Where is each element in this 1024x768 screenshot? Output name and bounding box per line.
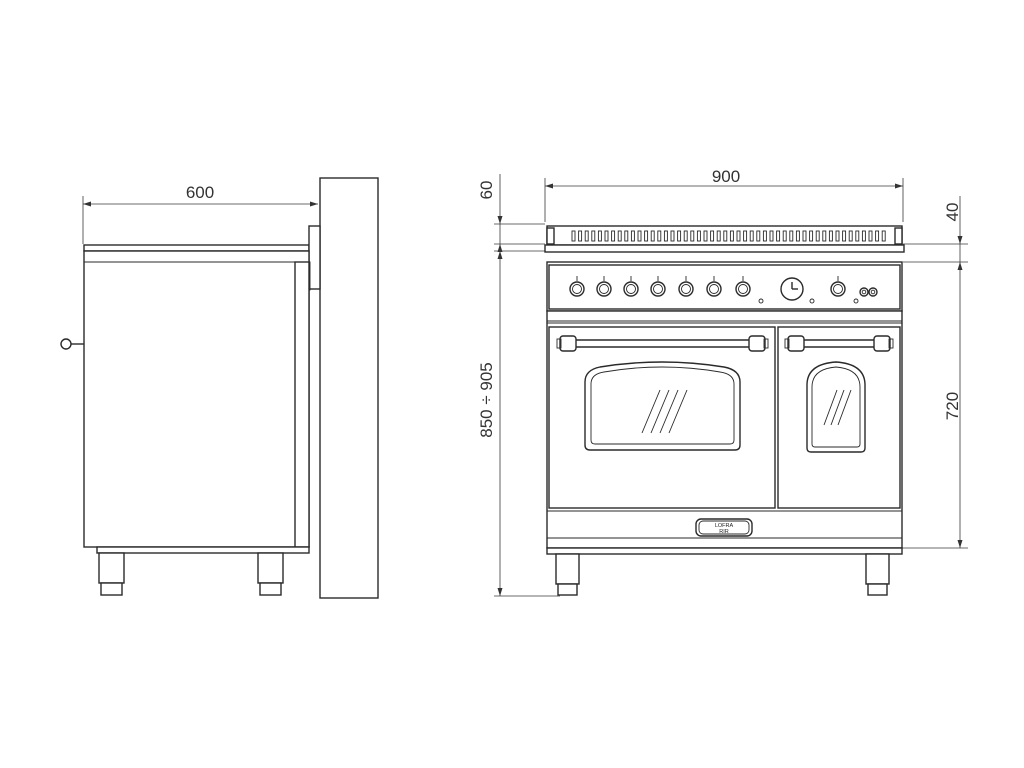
grille-slot — [776, 230, 781, 242]
width-label: 900 — [712, 167, 740, 186]
top-offset-dimension: 40 — [903, 196, 968, 262]
small-oven-door — [777, 326, 901, 509]
grille-slot — [842, 230, 847, 242]
small-oven-handle — [784, 335, 894, 352]
grille-slot — [611, 230, 616, 242]
grille-slot — [703, 230, 708, 242]
grille-slot — [624, 230, 629, 242]
side-view: 600 — [60, 177, 379, 599]
grille-slot — [657, 230, 662, 242]
grille-slot — [848, 230, 853, 242]
main-oven-door — [548, 326, 776, 509]
front-backguard-grille — [546, 225, 903, 246]
grille-slot — [835, 230, 840, 242]
indicator-lights — [859, 287, 878, 297]
grille-slot — [630, 230, 635, 242]
control-knob-icon — [706, 276, 722, 297]
front-plinth — [546, 547, 903, 555]
grille-slot — [670, 230, 675, 242]
front-view: 900 60 40 850 ÷ 905 — [477, 167, 968, 597]
grille-slot — [762, 230, 767, 242]
grille-slot — [868, 230, 873, 242]
control-knob-icon — [678, 276, 694, 297]
grille-slot — [769, 230, 774, 242]
brand-logo: LOFRA RIR — [695, 518, 753, 537]
oven-height-dimension: 720 — [890, 261, 968, 549]
wall-hatch — [319, 177, 379, 599]
glass-reflection — [823, 389, 852, 426]
grille-slot — [683, 230, 688, 242]
front-worktop — [544, 244, 905, 253]
grille-slot — [881, 230, 886, 242]
front-feet — [555, 553, 890, 596]
main-oven-handle — [556, 335, 769, 352]
grille-slot — [710, 230, 715, 242]
clock-icon — [780, 277, 804, 301]
brand-logo-text: LOFRA — [715, 523, 734, 529]
grille-slot — [716, 230, 721, 242]
grille-slot — [743, 230, 748, 242]
grille-slot — [875, 230, 880, 242]
grille-slot — [729, 230, 734, 242]
grille-slot — [855, 230, 860, 242]
control-knob-icon — [623, 276, 639, 297]
grille-slot — [571, 230, 576, 242]
grille-slot — [861, 230, 866, 242]
control-knob-icon — [650, 276, 666, 297]
side-body — [83, 250, 310, 548]
small-oven-window — [806, 361, 866, 453]
grille-slot — [802, 230, 807, 242]
backguard-dimension: 60 — [477, 174, 545, 252]
depth-label: 600 — [186, 183, 214, 202]
oven-height-label: 720 — [943, 392, 962, 420]
grille-slot — [578, 230, 583, 242]
grille-slot — [584, 230, 589, 242]
grille-slot — [789, 230, 794, 242]
grille-slot — [736, 230, 741, 242]
grille-slot — [809, 230, 814, 242]
grille-slot — [644, 230, 649, 242]
brand-logo-subtext: RIR — [719, 529, 729, 535]
grille-slot — [749, 230, 754, 242]
grille-slot — [696, 230, 701, 242]
grille-slot — [677, 230, 682, 242]
grille-slot — [604, 230, 609, 242]
depth-dimension: 600 — [82, 183, 318, 244]
control-knob-icon — [830, 276, 846, 297]
control-knob-icon — [569, 276, 585, 297]
grille-slot — [795, 230, 800, 242]
grille-slot — [591, 230, 596, 242]
width-dimension: 900 — [544, 167, 904, 222]
height-range-label: 850 ÷ 905 — [477, 362, 496, 438]
grille-slot — [723, 230, 728, 242]
grille-slot — [617, 230, 622, 242]
side-feet — [98, 552, 284, 596]
grille-slot — [650, 230, 655, 242]
control-knob-icon — [735, 276, 751, 297]
control-panel — [546, 261, 903, 312]
glass-reflection — [641, 389, 688, 434]
grille-slot — [822, 230, 827, 242]
backguard-label: 60 — [477, 181, 496, 200]
side-worktop — [83, 244, 310, 252]
grille-slot — [637, 230, 642, 242]
grille-slot — [815, 230, 820, 242]
grille-slot — [690, 230, 695, 242]
grille-slot — [756, 230, 761, 242]
side-backguard — [308, 225, 321, 290]
grille-slot — [663, 230, 668, 242]
grille-slot — [828, 230, 833, 242]
grille-slot — [782, 230, 787, 242]
side-knob — [60, 338, 84, 350]
control-knob-icon — [596, 276, 612, 297]
top-offset-label: 40 — [943, 203, 962, 222]
height-dimension: 850 ÷ 905 — [477, 250, 560, 597]
grille-slot — [597, 230, 602, 242]
